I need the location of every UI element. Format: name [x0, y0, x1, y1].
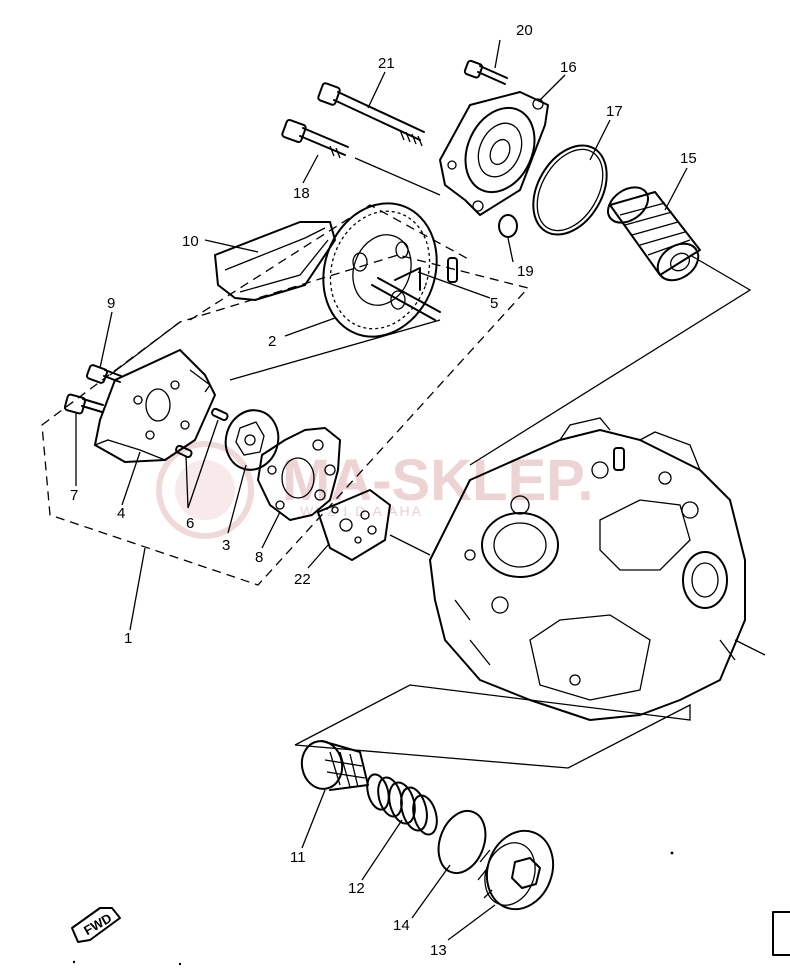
long-bolt-21	[317, 82, 425, 147]
callout-3: 3	[222, 537, 230, 554]
callout-11: 11	[290, 849, 306, 866]
callout-17: 17	[606, 103, 623, 120]
callout-21: 21	[378, 55, 395, 72]
callout-1: 1	[124, 630, 132, 647]
scan-specks	[72, 851, 674, 966]
callout-labels: 20 16 21 17 15 18 19 10 2 5 9 7 4 6 3 8 …	[70, 22, 697, 959]
callout-10: 10	[182, 233, 199, 250]
o-ring-14	[437, 810, 487, 874]
bolt-20	[463, 59, 508, 85]
watermark-text: MA-SKLEP.	[282, 448, 594, 513]
callout-22: 22	[294, 571, 311, 588]
callout-8: 8	[255, 549, 263, 566]
cover-plate-10	[214, 221, 336, 301]
corner-mark	[772, 911, 790, 956]
watermark: MA-SKLEP. WI Z I D A AHA	[156, 441, 594, 539]
callout-16: 16	[560, 59, 577, 76]
spring-12	[366, 773, 438, 836]
callout-5: 5	[490, 295, 498, 312]
o-ring-19	[498, 214, 518, 238]
bolt-18	[281, 118, 349, 159]
oil-filter-15	[607, 186, 701, 282]
screw-7	[63, 393, 104, 415]
pins-6	[175, 407, 229, 459]
drain-plug-13	[477, 829, 555, 911]
callout-6: 6	[186, 515, 194, 532]
callout-18: 18	[293, 185, 310, 202]
callout-7: 7	[70, 487, 78, 504]
callout-2: 2	[268, 333, 276, 350]
rotor-3	[224, 409, 280, 471]
driven-gear-2	[322, 202, 441, 338]
screw-9	[85, 364, 122, 384]
filter-cover-16	[439, 91, 549, 216]
callout-20: 20	[516, 22, 533, 39]
fwd-arrow: FWD	[71, 907, 121, 943]
pump-housing-8	[257, 427, 341, 521]
assembly-lines	[109, 157, 752, 769]
leader-lines	[75, 39, 688, 941]
callout-12: 12	[348, 880, 365, 897]
callout-14: 14	[393, 917, 410, 934]
o-ring-17	[532, 144, 608, 236]
strainer-11	[300, 740, 369, 791]
callout-13: 13	[430, 942, 447, 959]
callout-9: 9	[107, 295, 115, 312]
callout-15: 15	[680, 150, 697, 167]
pump-assembly-outline	[41, 204, 530, 586]
pin-5	[447, 257, 458, 283]
pump-body-4	[93, 349, 216, 463]
callout-19: 19	[517, 263, 534, 280]
gasket-22	[317, 489, 391, 561]
callout-4: 4	[117, 505, 125, 522]
crankcase	[429, 417, 766, 721]
